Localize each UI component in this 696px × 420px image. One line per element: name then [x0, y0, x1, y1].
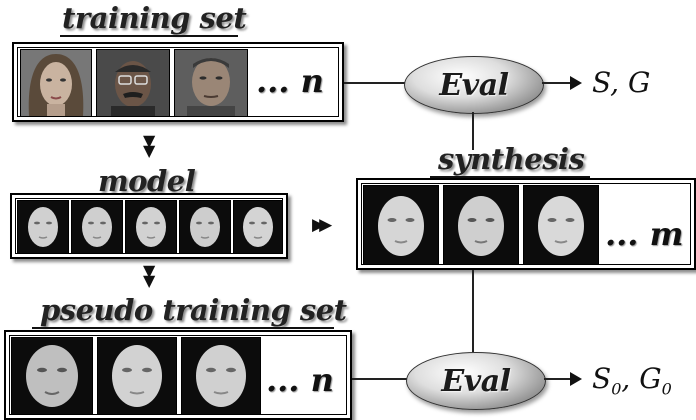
- synthesis-ellipsis: ... m: [605, 215, 684, 253]
- pseudo-to-eval-line: [352, 378, 408, 380]
- pseudo-face-3: [181, 337, 261, 415]
- eval-bottom-node: Eval: [406, 352, 546, 410]
- eval-top-to-synthesis-line: [472, 112, 474, 150]
- pseudo-training-set-frame-inner: [9, 335, 347, 415]
- model-face-4: [179, 200, 231, 254]
- down-arrow-1-icon: ▼▼: [143, 131, 156, 160]
- training-to-eval-line: [344, 82, 406, 84]
- output-g-subscript: 0: [661, 379, 672, 399]
- synthesis-face-1: [363, 185, 439, 265]
- pseudo-face-1: [11, 337, 93, 415]
- eval-top-output: S, G: [592, 66, 651, 99]
- synthesis-face-2: [443, 185, 519, 265]
- eval-bottom-label: Eval: [441, 363, 511, 399]
- eval-top-label: Eval: [439, 67, 509, 103]
- training-set-title: training set: [62, 1, 247, 35]
- pseudo-ellipsis: ... n: [266, 361, 334, 399]
- model-title: model: [98, 164, 196, 198]
- output-separator: ,: [621, 362, 640, 395]
- training-set-rule: [60, 35, 238, 37]
- output-s-subscript: 0: [611, 379, 622, 399]
- eval-bottom-output-arrow: [570, 372, 582, 386]
- training-photo-1: [20, 49, 92, 117]
- output-g: G: [639, 362, 662, 395]
- down-arrow-2-icon: ▼▼: [143, 261, 156, 290]
- model-face-2: [71, 200, 123, 254]
- model-face-1: [17, 200, 69, 254]
- synthesis-rule: [430, 176, 590, 178]
- training-photo-3: [174, 49, 248, 117]
- eval-top-node: Eval: [404, 56, 544, 114]
- pseudo-face-2: [97, 337, 177, 415]
- eval-top-output-line: [542, 82, 572, 84]
- synthesis-to-eval-bottom-line: [472, 270, 474, 352]
- synthesis-face-3: [523, 185, 599, 265]
- fast-forward-icon: ▶▶: [312, 215, 332, 235]
- model-face-3: [125, 200, 177, 254]
- synthesis-title: synthesis: [438, 142, 585, 176]
- eval-bottom-output-line: [544, 378, 572, 380]
- eval-bottom-output: S0, G0: [592, 362, 672, 399]
- training-ellipsis: ... n: [256, 62, 324, 100]
- output-s: S: [592, 362, 612, 395]
- eval-top-output-arrow: [570, 76, 582, 90]
- pseudo-training-set-rule: [32, 327, 334, 329]
- training-photo-2: [96, 49, 170, 117]
- model-face-5: [233, 200, 283, 254]
- pseudo-training-set-title: pseudo training set: [40, 293, 347, 327]
